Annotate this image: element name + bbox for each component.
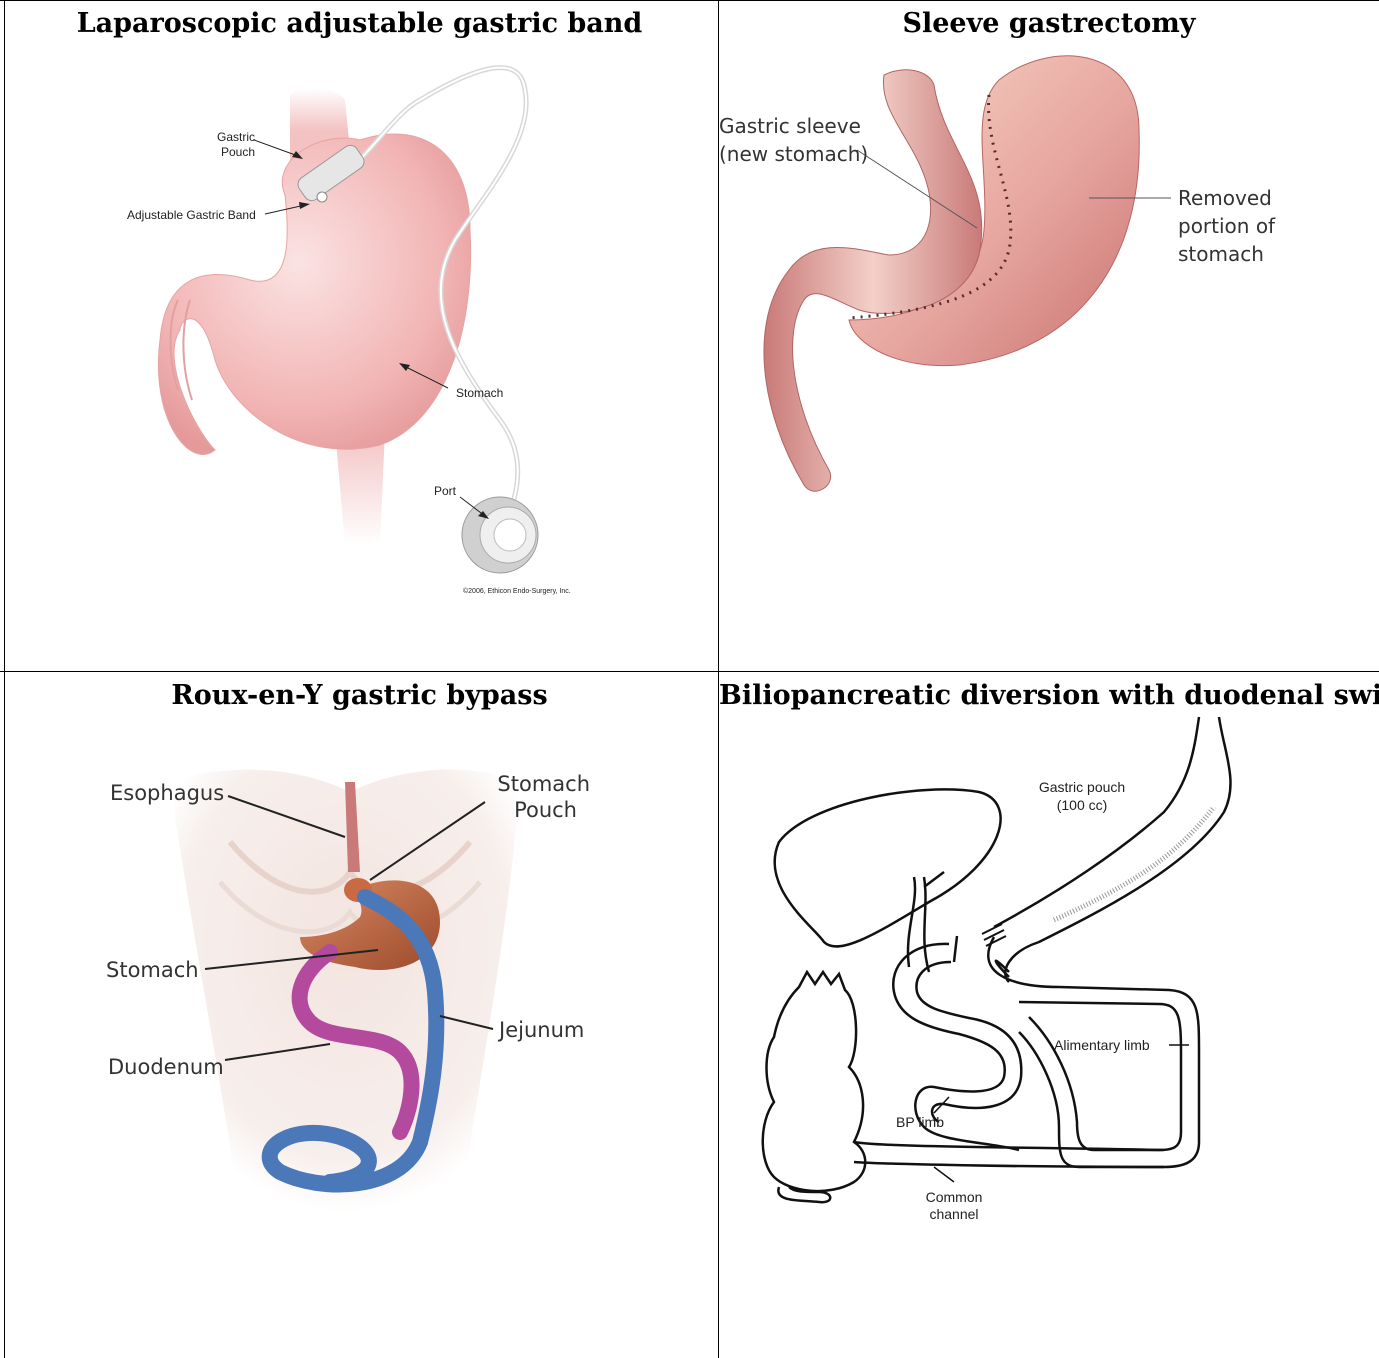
label-removed-2: portion of — [1178, 214, 1276, 238]
label-sleeve-2: (new stomach) — [719, 142, 868, 166]
border-left — [4, 0, 5, 1358]
label-gastric-pouch-2: Pouch — [221, 145, 255, 159]
label-stomach: Stomach — [106, 958, 199, 982]
label-common-2: channel — [929, 1206, 978, 1222]
label-alimentary-limb: Alimentary limb — [1054, 1037, 1150, 1053]
gastric-pouch-outline — [994, 717, 1230, 982]
gastric-band-illustration: Gastric Pouch Adjustable Gastric Band St… — [0, 0, 719, 671]
label-esophagus: Esophagus — [110, 781, 224, 805]
label-gastric-pouch-1: Gastric — [217, 130, 255, 144]
liver-outline — [775, 789, 1001, 946]
label-gastric-pouch-2: (100 cc) — [1057, 797, 1108, 813]
panel-bpd-ds: Biliopancreatic diversion with duodenal … — [719, 672, 1379, 1358]
label-bp-limb: BP limb — [896, 1114, 944, 1130]
label-duodenum: Duodenum — [108, 1055, 224, 1079]
copyright-text: ©2006, Ethicon Endo-Surgery, Inc. — [463, 587, 571, 595]
bpd-line-drawing — [763, 717, 1231, 1202]
label-common-1: Common — [926, 1189, 983, 1205]
border-middle — [0, 671, 1379, 672]
label-port: Port — [434, 484, 457, 498]
bpd-illustration: Gastric pouch (100 cc) Alimentary limb B… — [719, 672, 1379, 1358]
panel-roux-en-y: Roux-en-Y gastric bypass — [0, 672, 719, 1358]
border-top — [0, 0, 1379, 1]
label-gastric-pouch-1: Gastric pouch — [1039, 779, 1125, 795]
label-jejunum: Jejunum — [497, 1018, 584, 1042]
label-removed-3: stomach — [1178, 242, 1264, 266]
label-removed-1: Removed — [1178, 186, 1272, 210]
label-sleeve-1: Gastric sleeve — [719, 114, 861, 138]
label-adjustable-band: Adjustable Gastric Band — [127, 208, 256, 222]
port-device — [462, 497, 538, 573]
label-stomach: Stomach — [456, 386, 503, 400]
common-channel-outline — [854, 1142, 1164, 1167]
panel-sleeve-gastrectomy: Sleeve gastrectomy — [719, 0, 1379, 671]
label-stomach-pouch-2: Pouch — [514, 798, 577, 822]
border-center — [718, 0, 719, 1358]
bypass-illustration: Esophagus Stomach Pouch Stomach Jejunum … — [0, 672, 719, 1358]
panel-gastric-band: Laparoscopic adjustable gastric band — [0, 0, 719, 671]
label-stomach-pouch-1: Stomach — [497, 772, 590, 796]
colon-outline — [763, 972, 866, 1191]
sleeve-illustration: Gastric sleeve (new stomach) Removed por… — [719, 0, 1379, 671]
